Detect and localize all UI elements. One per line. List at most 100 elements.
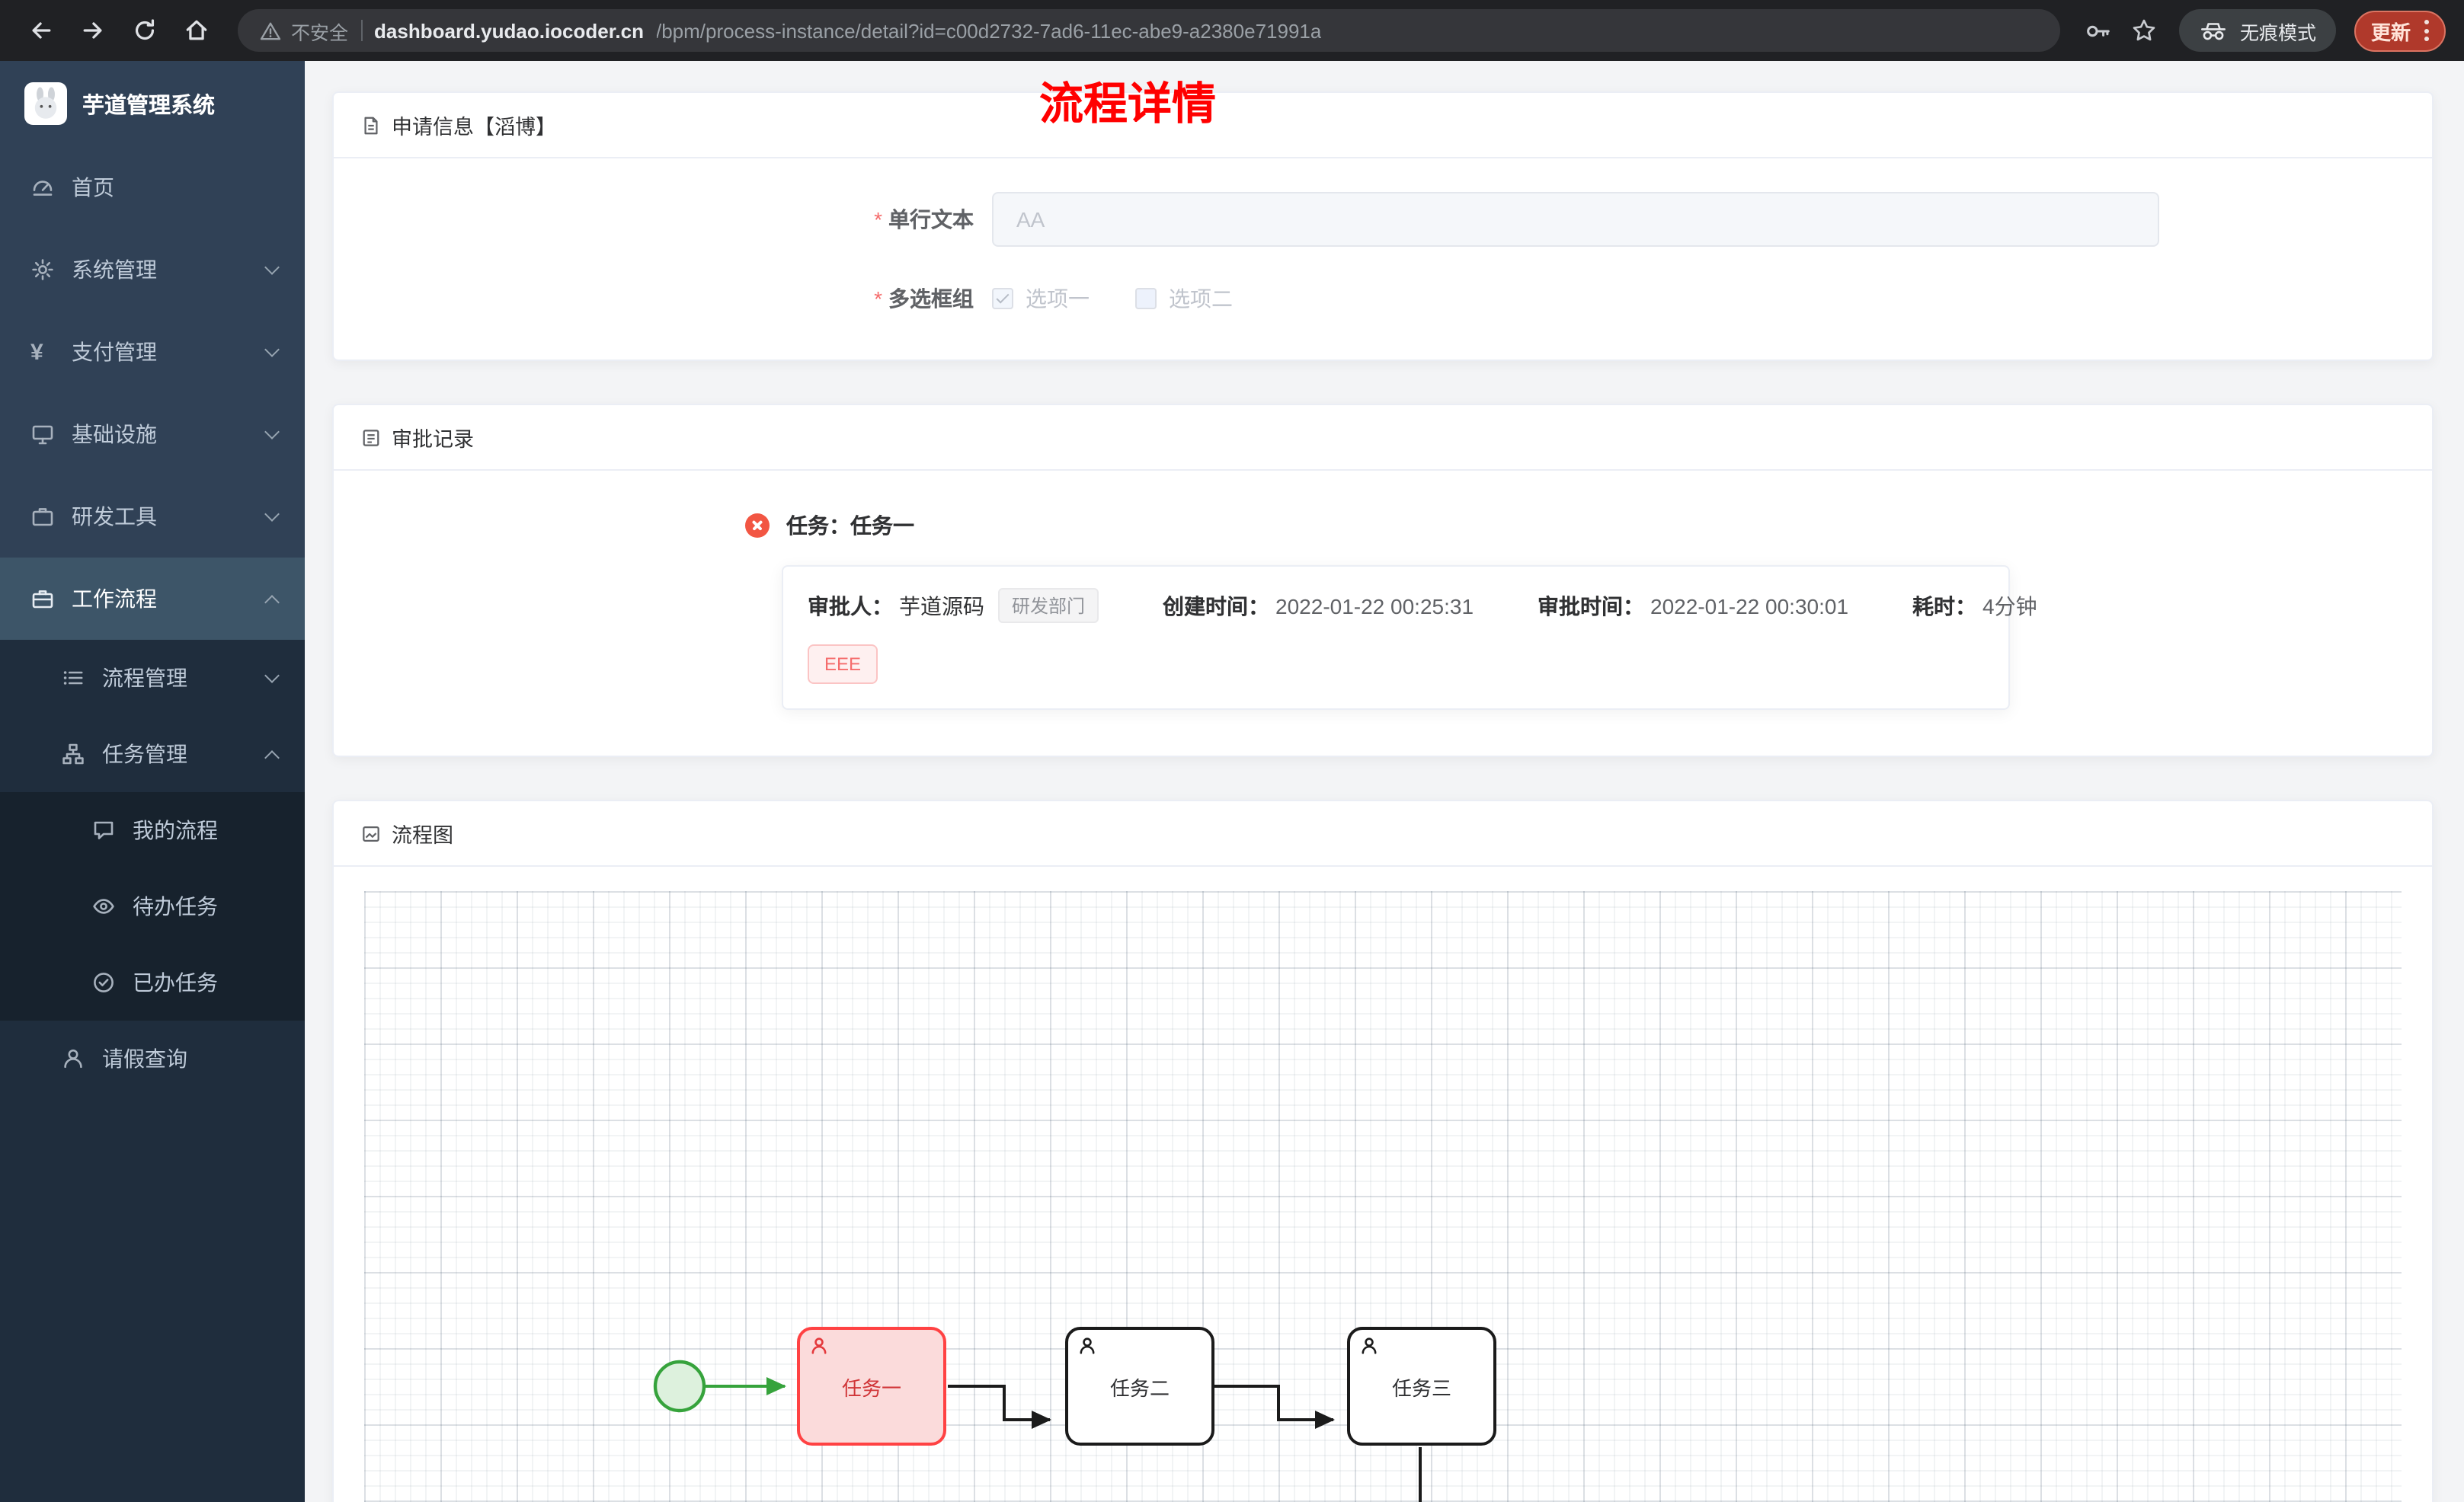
approval-record-card-header: 审批记录 [334, 405, 2432, 471]
start-event-node [653, 1360, 706, 1413]
update-label: 更新 [2370, 21, 2411, 43]
chevron-up-icon [264, 594, 280, 609]
bpmn-connectors [653, 1360, 1422, 1502]
approver-value: 芋道源码 [899, 593, 984, 618]
sidebar-item-label: 已办任务 [133, 970, 218, 995]
sidebar-item-label: 任务管理 [102, 742, 187, 766]
sidebar-item-workflow[interactable]: 工作流程 [0, 558, 305, 640]
sidebar-item-my-process[interactable]: 我的流程 [0, 792, 305, 868]
check-circle-icon [91, 970, 117, 995]
list-icon [61, 666, 87, 690]
checkbox-group-label: 多选框组 [364, 283, 992, 314]
address-bar[interactable]: 不安全 dashboard.yudao.iocoder.cn /bpm/proc… [238, 9, 2060, 52]
created-time-label: 创建时间： [1163, 593, 1270, 618]
incognito-label: 无痕模式 [2239, 22, 2316, 43]
approval-detail-card: 审批人： 芋道源码 研发部门 创建时间： 2022-01-22 00:25:31… [782, 565, 2037, 710]
sidebar-item-done-tasks[interactable]: 已办任务 [0, 944, 305, 1021]
eye-icon [91, 894, 117, 919]
main-content: 流程详情 申请信息【滔博】 单行文本 多选框组 [305, 61, 2464, 1502]
single-text-input[interactable] [992, 192, 2159, 247]
sidebar-item-process-management[interactable]: 流程管理 [0, 640, 305, 716]
app-frame: 芋道管理系统 首页 系统管理 ¥ 支付管理 基础设施 [0, 61, 2464, 1502]
site-security-indicator[interactable]: 不安全 [259, 16, 348, 45]
sidebar-item-label: 待办任务 [133, 894, 218, 919]
sidebar-item-payment[interactable]: ¥ 支付管理 [0, 311, 305, 393]
duration-label: 耗时： [1912, 593, 1977, 618]
checkbox-option-2[interactable]: 选项二 [1135, 283, 1233, 314]
bpmn-task-node-2: 任务二 [1065, 1327, 1214, 1446]
sidebar-item-label: 支付管理 [72, 340, 157, 364]
checkbox-option-1[interactable]: 选项一 [992, 283, 1090, 314]
forward-button[interactable] [70, 8, 116, 53]
back-button[interactable] [18, 8, 64, 53]
flow-diagram-card: 流程图 [332, 800, 2434, 1502]
chevron-down-icon [264, 668, 280, 683]
single-text-label: 单行文本 [364, 204, 992, 235]
password-key-button[interactable] [2078, 16, 2118, 45]
sidebar-item-infrastructure[interactable]: 基础设施 [0, 393, 305, 475]
duration-group: 耗时： 4分钟 [1912, 590, 2037, 621]
checkbox-option-label: 选项一 [1026, 286, 1090, 311]
sidebar-item-system[interactable]: 系统管理 [0, 228, 305, 311]
chevron-down-icon [264, 260, 280, 275]
incognito-icon [2200, 22, 2226, 40]
reload-button[interactable] [122, 8, 168, 53]
bpmn-task-label: 任务一 [841, 1376, 901, 1399]
timeline-task-row: 任务：任务一 [745, 510, 2402, 541]
approval-meta-row: 审批人： 芋道源码 研发部门 创建时间： 2022-01-22 00:25:31… [808, 588, 2037, 623]
approval-record-card: 审批记录 任务：任务一 审批人： 芋道源码 研发部门 [332, 404, 2434, 757]
bpmn-task-label: 任务三 [1391, 1376, 1451, 1399]
apply-info-card-header: 申请信息【滔博】 [334, 93, 2432, 158]
yen-icon: ¥ [30, 339, 43, 365]
home-icon [186, 20, 207, 40]
chevron-down-icon [264, 342, 280, 357]
home-button[interactable] [174, 8, 219, 53]
sidebar-item-task-management[interactable]: 任务管理 [0, 716, 305, 792]
app-title: 芋道管理系统 [82, 94, 215, 118]
chevron-up-icon [264, 749, 280, 765]
sidebar-item-todo-tasks[interactable]: 待办任务 [0, 868, 305, 944]
workflow-icon [30, 586, 56, 611]
bookmark-button[interactable] [2124, 17, 2164, 44]
menu-kebab-icon[interactable] [2424, 20, 2429, 41]
sidebar-item-label: 研发工具 [72, 504, 157, 529]
approved-time-label: 审批时间： [1538, 593, 1645, 618]
approved-time-value: 2022-01-22 00:30:01 [1650, 593, 1849, 618]
created-time-group: 创建时间： 2022-01-22 00:25:31 [1163, 590, 1474, 621]
sidebar-item-devtools[interactable]: 研发工具 [0, 475, 305, 558]
bpmn-task-label: 任务二 [1109, 1376, 1170, 1399]
browser-toolbar: 不安全 dashboard.yudao.iocoder.cn /bpm/proc… [0, 0, 2464, 61]
created-time-value: 2022-01-22 00:25:31 [1275, 593, 1474, 618]
department-tag: 研发部门 [998, 588, 1099, 623]
checkbox-unchecked-icon [1135, 288, 1157, 309]
app-logo-row[interactable]: 芋道管理系统 [0, 61, 305, 146]
sidebar-item-label: 首页 [72, 175, 114, 200]
flow-diagram-card-header: 流程图 [334, 801, 2432, 867]
back-icon [32, 22, 51, 39]
app-logo-icon [24, 82, 67, 125]
user-icon [61, 1047, 87, 1071]
document-icon [361, 115, 381, 135]
sidebar-item-home[interactable]: 首页 [0, 146, 305, 228]
reload-icon [135, 19, 155, 40]
sidebar-item-label: 流程管理 [102, 666, 187, 690]
checkbox-option-label: 选项二 [1169, 286, 1233, 311]
chat-icon [91, 818, 117, 842]
duration-value: 4分钟 [1982, 593, 2037, 618]
apply-info-card-title: 申请信息【滔博】 [392, 116, 556, 139]
flow-diagram-body: 任务一 任务二 任务三 [334, 867, 2432, 1502]
sidebar-item-leave-query[interactable]: 请假查询 [0, 1021, 305, 1097]
browser-update-chip[interactable]: 更新 [2354, 10, 2446, 51]
forward-icon [83, 22, 102, 39]
bpmn-task-node-1: 任务一 [797, 1327, 946, 1446]
bpmn-canvas: 任务一 任务二 任务三 [364, 891, 2402, 1502]
single-text-field-row: 单行文本 [364, 192, 2402, 247]
star-icon [2133, 19, 2155, 41]
checkbox-group: 选项一 选项二 [992, 280, 1233, 317]
sidebar-item-label: 我的流程 [133, 818, 218, 842]
sidebar-item-label: 系统管理 [72, 257, 157, 282]
security-label: 不安全 [291, 22, 349, 43]
checkbox-checked-icon [992, 288, 1013, 309]
record-icon [361, 427, 381, 447]
sidebar-item-label: 请假查询 [102, 1047, 187, 1071]
